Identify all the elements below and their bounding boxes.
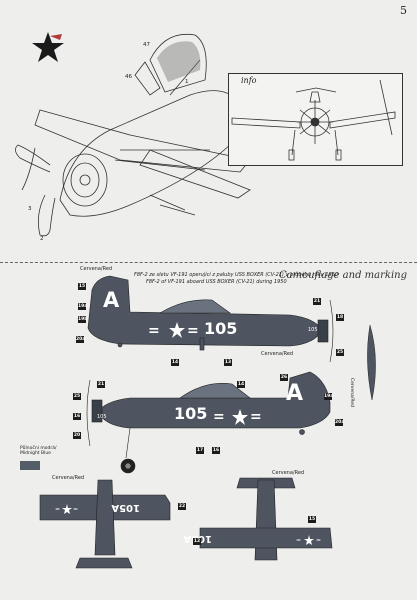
callout-marker: 14 — [237, 381, 245, 388]
callout-marker: 26 — [280, 374, 288, 381]
callout-marker: 13 — [224, 359, 232, 366]
callout-marker: 20 — [73, 432, 81, 439]
part-label-47: 47 — [143, 42, 150, 48]
side-number-upper: 105 — [204, 319, 237, 338]
svg-text:=: = — [316, 537, 321, 544]
callout-marker: 12 — [193, 538, 201, 545]
color-label-red-top: Cervena/Red — [80, 266, 113, 272]
callout-marker: 16 — [73, 413, 81, 420]
callout-marker: 16 — [212, 447, 220, 454]
color-swatch — [20, 461, 40, 470]
part-label-3: 3 — [28, 206, 32, 212]
caption-english: F8F-2 of VF-191 aboard USS BOXER (CV-21)… — [146, 279, 287, 285]
callout-marker: 19a — [324, 393, 334, 400]
svg-text:=: = — [73, 506, 78, 513]
side-profile-right — [86, 371, 331, 474]
callout-marker: 22 — [178, 503, 186, 510]
svg-text:=: = — [187, 323, 199, 339]
caption-czech: F8F-2 ze sletu VF-191 operující z paluby… — [134, 272, 339, 278]
color-label-red-bottom: Cervena/Red — [272, 470, 305, 476]
svg-text:105: 105 — [97, 414, 107, 420]
plan-view-bottom — [199, 477, 333, 561]
part-label-46: 46 — [125, 74, 132, 80]
plan-view-top — [39, 479, 171, 569]
svg-text:=: = — [213, 409, 225, 425]
part-label-2: 2 — [40, 236, 44, 242]
assembly-drawing: 47 46 1 2 3 — [15, 33, 251, 242]
tail-letter-lower: A — [286, 381, 303, 406]
color-label-red-mid: Cervena/Red — [52, 475, 85, 481]
callout-marker: 21 — [97, 381, 105, 388]
callout-marker: 21 — [313, 298, 321, 305]
callout-marker: 14 — [171, 359, 179, 366]
wing-code-upper: 105A — [111, 502, 140, 513]
swatch-label-english: Midnight Blue — [20, 451, 51, 456]
tail-letter-upper: A — [103, 288, 120, 312]
callout-marker: 19a — [78, 303, 88, 310]
side-number-lower: 105 — [174, 404, 207, 423]
svg-text:=: = — [296, 537, 301, 544]
page-number: 5 — [400, 4, 407, 17]
callout-marker: 15 — [78, 283, 86, 290]
color-label-red-right: Cervena/Red — [261, 351, 294, 357]
front-view-drawing — [231, 79, 396, 161]
svg-text:Cervena/Red: Cervena/Red — [349, 378, 355, 407]
part-label-1: 1 — [185, 79, 189, 85]
callout-marker: 25 — [336, 349, 344, 356]
section-title: Camouflage and marking — [279, 270, 407, 281]
info-label: info — [241, 76, 257, 85]
svg-text:=: = — [250, 409, 262, 425]
svg-text:105: 105 — [308, 327, 318, 333]
side-profile-left — [87, 275, 334, 363]
callout-marker: 18 — [336, 314, 344, 321]
callout-marker: 17 — [196, 447, 204, 454]
callout-marker: 15 — [308, 516, 316, 523]
swatch-label: Půlnoční modrá/ Midnight Blue — [20, 446, 56, 456]
callout-marker: 19b — [78, 316, 88, 323]
svg-text:=: = — [55, 506, 60, 513]
callout-marker: 20a — [335, 419, 345, 426]
callout-marker: 25 — [73, 393, 81, 400]
svg-text:=: = — [148, 323, 160, 339]
swatch-label-czech: Půlnoční modrá/ — [20, 446, 57, 451]
section-divider — [0, 262, 417, 264]
callout-marker: 20a — [76, 336, 86, 343]
star-logo-icon — [32, 32, 64, 62]
